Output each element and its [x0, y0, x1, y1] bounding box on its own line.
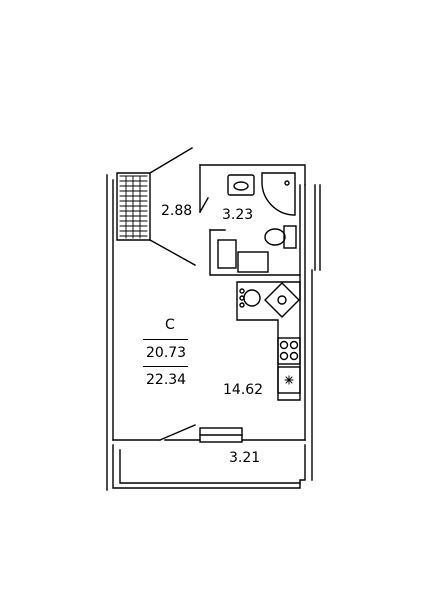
bathroom-area-label: 3.23 [222, 207, 254, 223]
legend-divider-bottom [143, 366, 188, 367]
apartment-type-label: С [165, 317, 175, 333]
cabinet [237, 251, 269, 273]
kitchen-counter [236, 281, 301, 401]
kitchen-sink-icon [264, 282, 300, 318]
main-room-area-label: 14.62 [223, 382, 264, 398]
stove [277, 337, 301, 365]
total-area-label: 22.34 [146, 372, 187, 388]
fridge [277, 366, 301, 394]
toilet-tank [283, 225, 297, 249]
living-area-label: 20.73 [146, 345, 187, 361]
balcony-rail [119, 449, 301, 484]
loggia-outline [116, 172, 151, 241]
bathroom-door-swing [199, 197, 209, 213]
bathroom-top-wall [199, 164, 306, 186]
loggia-area-label: 2.88 [161, 203, 193, 219]
balcony-outline [112, 444, 306, 489]
loggia-railing [119, 175, 148, 239]
right-window [314, 184, 321, 271]
entry-wall-lower [149, 239, 196, 266]
legend-divider-top [143, 339, 188, 340]
balcony-door-swing [159, 424, 196, 441]
balcony-door [199, 427, 243, 443]
entry-wall-top [149, 147, 193, 174]
washer [217, 239, 237, 269]
shower [261, 172, 296, 216]
balcony-area-label: 3.21 [229, 450, 261, 466]
water-heater [243, 289, 261, 307]
bathroom-bottom-wall [209, 229, 301, 276]
toilet-bowl [264, 228, 286, 246]
sink [227, 174, 255, 196]
